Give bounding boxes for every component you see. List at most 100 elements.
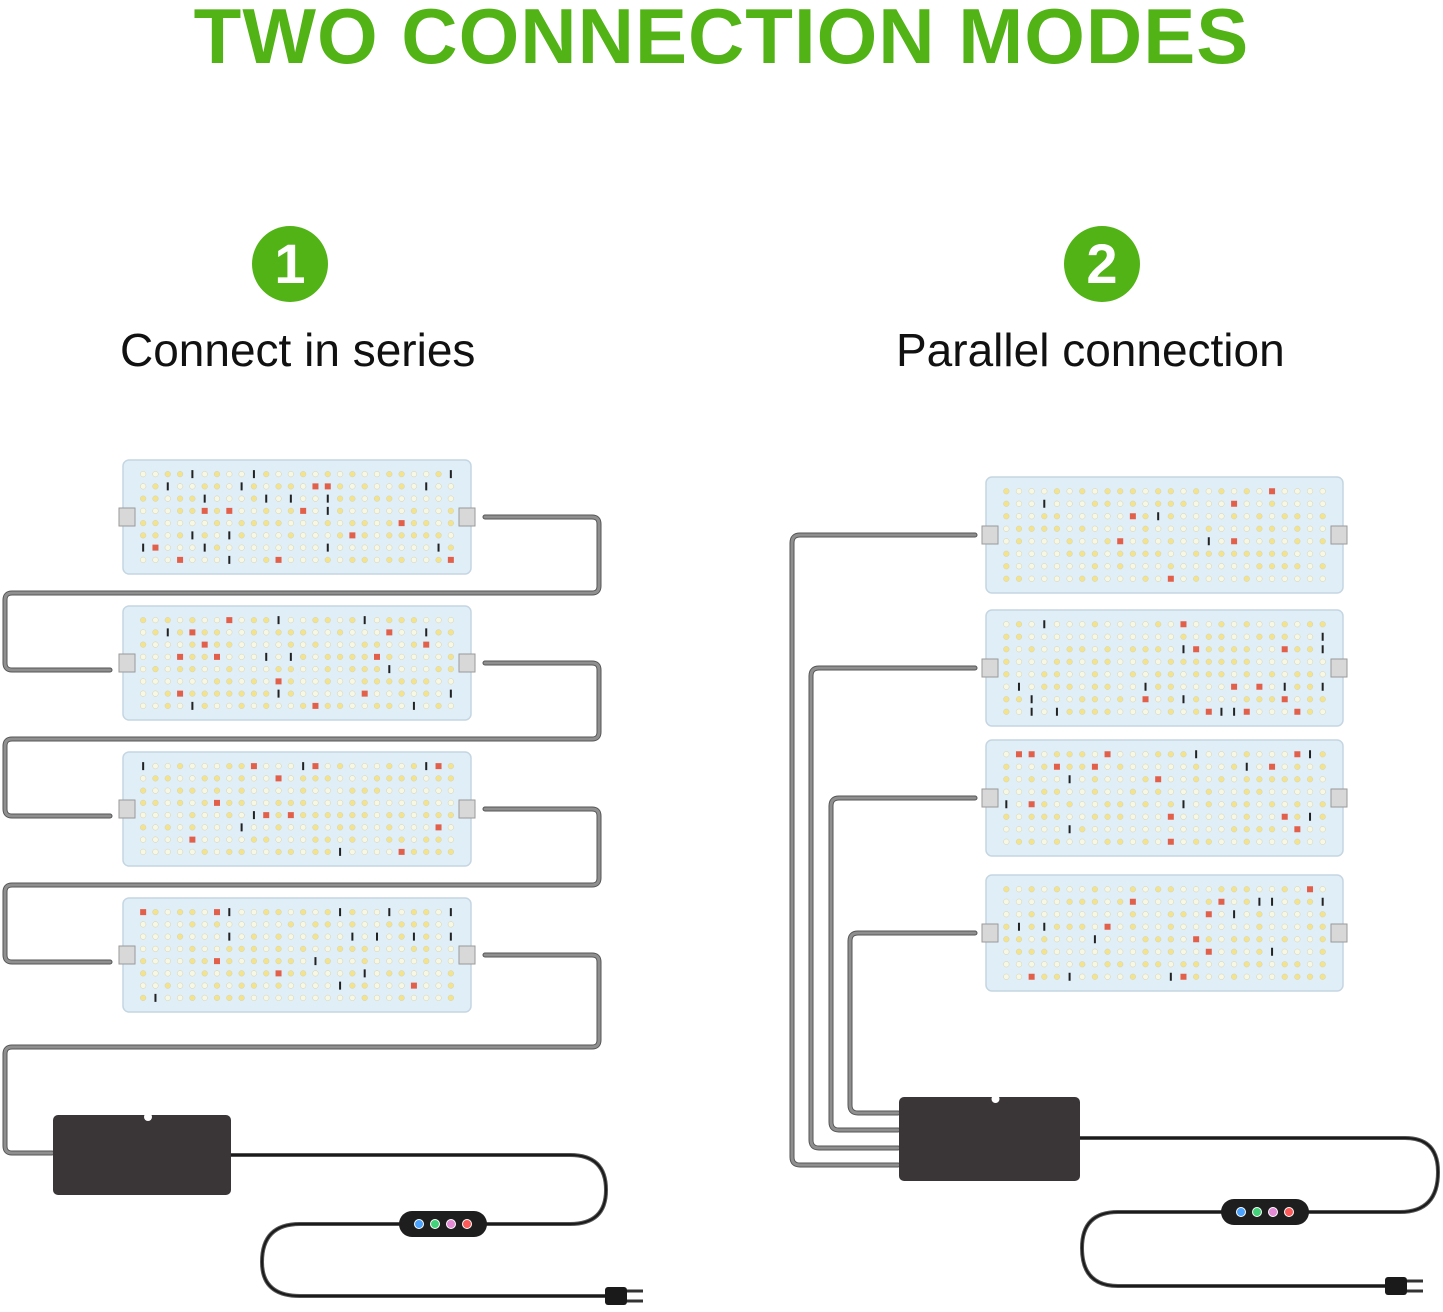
led-dot — [189, 933, 196, 940]
led-dot — [1155, 961, 1162, 968]
led-dot — [1218, 513, 1225, 520]
led-dot — [1091, 801, 1098, 808]
led-dot — [1218, 973, 1225, 980]
parallel-dimmer — [1221, 1199, 1309, 1225]
led-dot — [1243, 898, 1250, 905]
led-dot — [1079, 621, 1086, 628]
led-dot — [164, 921, 171, 928]
led-dot — [152, 653, 159, 660]
led-dot — [300, 799, 307, 806]
led-dot — [1053, 801, 1060, 808]
led-red — [226, 507, 233, 514]
led-dot — [1079, 633, 1086, 640]
led-dot — [1066, 801, 1073, 808]
led-dot — [324, 702, 331, 709]
led-dot — [1155, 886, 1162, 893]
led-dot — [226, 763, 233, 770]
led-dot — [1129, 961, 1136, 968]
led-dot — [152, 775, 159, 782]
led-ir — [166, 482, 169, 491]
led-dot — [398, 556, 405, 563]
led-dot — [1129, 751, 1136, 758]
led-dot — [1269, 813, 1276, 820]
led-dot — [226, 836, 233, 843]
led-dot — [263, 994, 270, 1001]
led-dot — [1003, 838, 1010, 845]
led-dot — [140, 799, 147, 806]
led-dot — [1104, 763, 1111, 770]
led-dot — [238, 958, 245, 965]
led-dot — [1066, 898, 1073, 905]
led-ir — [1321, 645, 1324, 654]
led-red — [312, 763, 319, 770]
led-red — [423, 641, 430, 648]
led-dot — [398, 775, 405, 782]
led-dot — [152, 690, 159, 697]
led-dot — [1091, 948, 1098, 955]
led-dot — [1066, 683, 1073, 690]
series-led-panel-3 — [118, 751, 476, 867]
panel-connector-right — [458, 653, 476, 673]
led-dot — [250, 532, 257, 539]
led-dot — [1269, 658, 1276, 665]
led-dot — [1167, 911, 1174, 918]
led-dot — [1193, 898, 1200, 905]
led-ir — [1321, 632, 1324, 641]
led-dot — [177, 945, 184, 952]
led-dot — [140, 532, 147, 539]
led-dot — [1319, 801, 1326, 808]
led-dot — [1028, 961, 1035, 968]
led-dot — [1243, 538, 1250, 545]
led-dot — [1142, 671, 1149, 678]
led-dot — [287, 824, 294, 831]
led-dot — [164, 471, 171, 478]
led-dot — [1205, 936, 1212, 943]
led-dot — [238, 532, 245, 539]
led-dot — [312, 799, 319, 806]
dimmer-switch-icon — [399, 1211, 487, 1237]
led-red — [1180, 621, 1187, 628]
led-dot — [1028, 513, 1035, 520]
led-dot — [1256, 513, 1263, 520]
led-ir — [1017, 682, 1020, 691]
led-dot — [1155, 948, 1162, 955]
led-dot — [349, 848, 356, 855]
led-dot — [177, 958, 184, 965]
led-dot — [410, 678, 417, 685]
led-dot — [1053, 838, 1060, 845]
led-dot — [250, 641, 257, 648]
led-dot — [361, 544, 368, 551]
led-dot — [164, 848, 171, 855]
led-dot — [1180, 813, 1187, 820]
led-dot — [312, 787, 319, 794]
led-dot — [1205, 973, 1212, 980]
led-dot — [1028, 911, 1035, 918]
led-red — [1193, 646, 1200, 653]
led-dot — [1281, 563, 1288, 570]
led-dot — [177, 848, 184, 855]
led-ir — [1182, 645, 1185, 654]
led-dot — [410, 641, 417, 648]
led-dot — [398, 836, 405, 843]
led-dot — [213, 556, 221, 563]
panel-connector-left — [118, 799, 136, 819]
led-dot — [250, 520, 257, 527]
led-dot — [238, 945, 245, 952]
led-dot — [1269, 683, 1276, 690]
led-dot — [1142, 948, 1149, 955]
led-dot — [1243, 525, 1250, 532]
led-dot — [312, 690, 319, 697]
led-dot — [1142, 788, 1149, 795]
led-red — [1142, 696, 1149, 703]
led-dot — [1243, 550, 1250, 557]
led-dot — [1294, 813, 1301, 820]
led-dot — [1066, 708, 1073, 715]
led-red — [312, 483, 319, 490]
led-dot — [1053, 898, 1060, 905]
led-dot — [447, 544, 454, 551]
led-dot — [201, 702, 208, 709]
led-dot — [312, 994, 319, 1001]
led-dot — [1231, 801, 1238, 808]
led-dot — [1306, 621, 1314, 628]
led-dot — [1028, 683, 1035, 690]
